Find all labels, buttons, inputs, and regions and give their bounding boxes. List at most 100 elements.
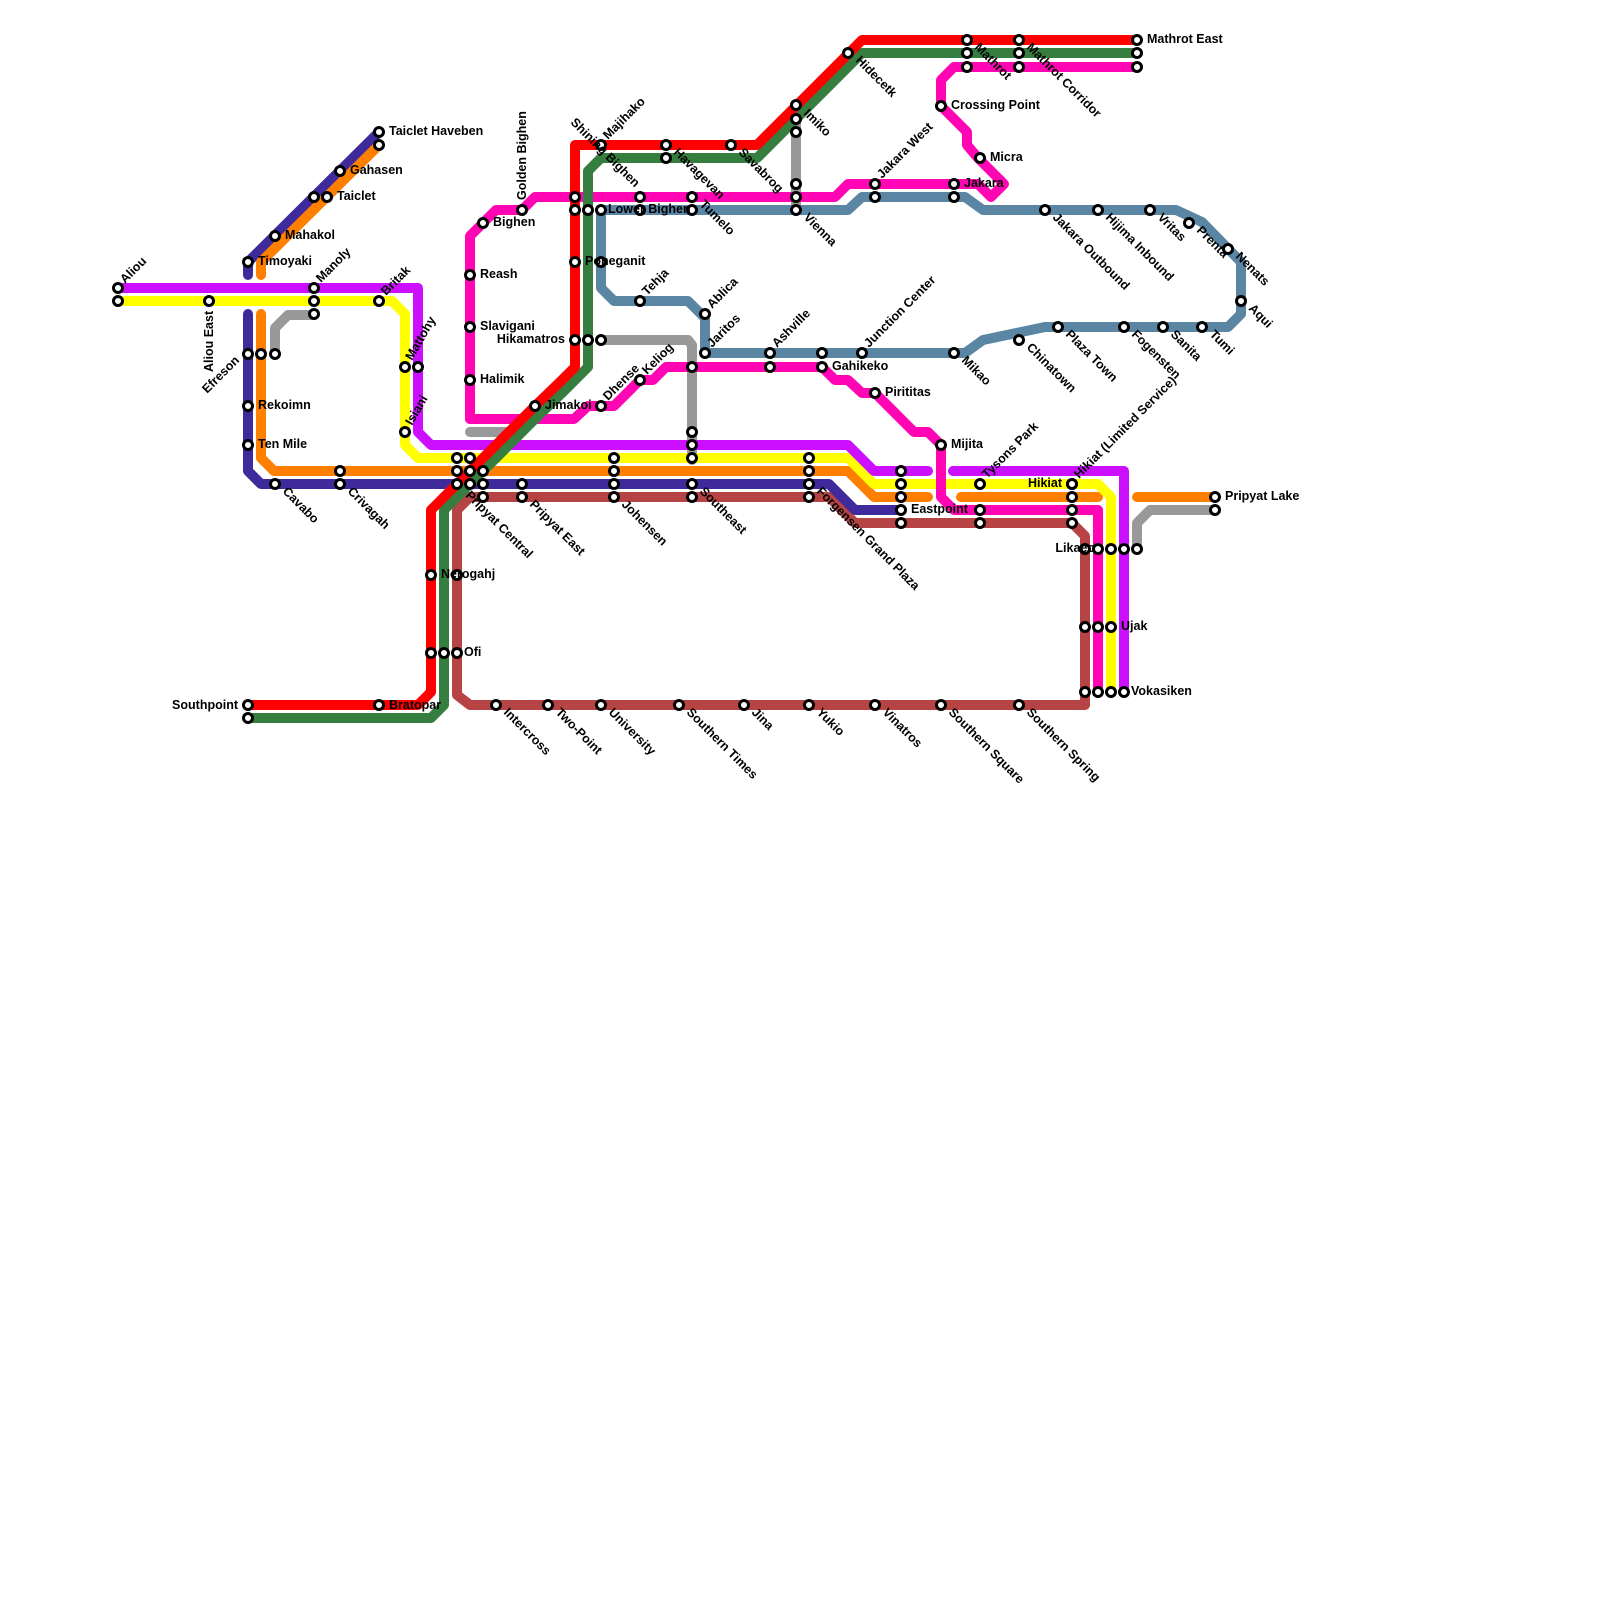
station-forgensen-grand-plaza[interactable] (805, 480, 814, 489)
station-bighen[interactable] (479, 219, 488, 228)
station-intercross[interactable] (492, 701, 501, 710)
station-pripyat-central[interactable] (466, 480, 475, 489)
station-efreson[interactable] (271, 350, 280, 359)
station-vienna[interactable] (792, 193, 801, 202)
station-shining-bighen[interactable] (571, 193, 580, 202)
station-mattohy[interactable] (401, 363, 410, 372)
station-junction-center[interactable] (858, 349, 867, 358)
station-hikiat[interactable] (1068, 506, 1077, 515)
station-vokasiken[interactable] (1107, 688, 1116, 697)
station-pripyat-central[interactable] (466, 454, 475, 463)
station-imiko[interactable] (792, 101, 801, 110)
station-havagevan[interactable] (636, 193, 645, 202)
station-forgensen-grand-plaza[interactable] (805, 467, 814, 476)
station-taiclet[interactable] (323, 193, 332, 202)
station-jakara[interactable] (950, 193, 959, 202)
station-mathrot[interactable] (963, 49, 972, 58)
station-taiclet-haveben[interactable] (375, 141, 384, 150)
station-vokasiken[interactable] (1120, 688, 1129, 697)
station-tysons-park[interactable] (976, 506, 985, 515)
station-ujak[interactable] (1094, 623, 1103, 632)
station-ashville[interactable] (766, 349, 775, 358)
station-mijita[interactable] (937, 441, 946, 450)
station-southern-spring[interactable] (1015, 701, 1024, 710)
station-eastpoint[interactable] (897, 467, 906, 476)
station-gahikeko[interactable] (818, 363, 827, 372)
station-hidecetk[interactable] (844, 49, 853, 58)
station-forgensen-grand-plaza[interactable] (805, 493, 814, 502)
station-southpoint[interactable] (244, 714, 253, 723)
station-jakara-west[interactable] (871, 193, 880, 202)
station-mahakol[interactable] (271, 232, 280, 241)
station-mathrot[interactable] (963, 36, 972, 45)
station-tysons-park[interactable] (976, 519, 985, 528)
station-hikiat[interactable] (1068, 493, 1077, 502)
station-fogensten[interactable] (1120, 323, 1129, 332)
station-hikiat[interactable] (1068, 519, 1077, 528)
station-southeast[interactable] (688, 454, 697, 463)
station-mathrot-east[interactable] (1133, 63, 1142, 72)
station-ofi[interactable] (440, 649, 449, 658)
station-crivagah[interactable] (336, 467, 345, 476)
station-eastpoint[interactable] (897, 480, 906, 489)
station-pripyat-east[interactable] (518, 480, 527, 489)
station-isiani[interactable] (401, 428, 410, 437)
station-aliou-east[interactable] (205, 297, 214, 306)
station-jakara-outbound[interactable] (1041, 206, 1050, 215)
station-pripyat-central[interactable] (479, 480, 488, 489)
station-imiko[interactable] (792, 128, 801, 137)
station-rekoimn[interactable] (244, 402, 253, 411)
station-two-point[interactable] (544, 701, 553, 710)
station-ujak[interactable] (1107, 623, 1116, 632)
station-prenta[interactable] (1185, 219, 1194, 228)
station-pripyat-lake[interactable] (1211, 493, 1220, 502)
station-poneganit[interactable] (571, 258, 580, 267)
station-pripyat-central[interactable] (479, 467, 488, 476)
station-mattohy[interactable] (414, 363, 423, 372)
station-aliou[interactable] (114, 297, 123, 306)
station-micra[interactable] (976, 154, 985, 163)
station-likaeo[interactable] (1107, 545, 1116, 554)
station-dhense[interactable] (597, 402, 606, 411)
station-gahikeko[interactable] (818, 349, 827, 358)
station-ablica[interactable] (701, 310, 710, 319)
station-mathrot-corridor[interactable] (1015, 49, 1024, 58)
station-lower-bighen[interactable] (597, 206, 606, 215)
station-pripyat-central[interactable] (466, 467, 475, 476)
station-vienna[interactable] (792, 180, 801, 189)
station-tehja[interactable] (636, 297, 645, 306)
station-ofi[interactable] (453, 649, 462, 658)
station-johensen[interactable] (610, 454, 619, 463)
station-manoly[interactable] (310, 310, 319, 319)
station-forgensen-grand-plaza[interactable] (805, 454, 814, 463)
station-jimakoi[interactable] (531, 402, 540, 411)
station-university[interactable] (597, 701, 606, 710)
station-nerogahj[interactable] (427, 571, 436, 580)
station-ofi[interactable] (427, 649, 436, 658)
station-plaza-town[interactable] (1054, 323, 1063, 332)
station-vokasiken[interactable] (1081, 688, 1090, 697)
station-efreson[interactable] (257, 350, 266, 359)
station-ashville[interactable] (766, 363, 775, 372)
station-jina[interactable] (740, 701, 749, 710)
station-keliog[interactable] (636, 376, 645, 385)
station-hijima-inbound[interactable] (1094, 206, 1103, 215)
station-yukio[interactable] (805, 701, 814, 710)
station-cavabo[interactable] (271, 480, 280, 489)
station-shining-bighen[interactable] (571, 206, 580, 215)
station-savabrog[interactable] (727, 141, 736, 150)
station-vokasiken[interactable] (1094, 688, 1103, 697)
station-jaritos[interactable] (701, 349, 710, 358)
station-pirititas[interactable] (871, 389, 880, 398)
station-mathrot-corridor[interactable] (1015, 36, 1024, 45)
station-havagevan[interactable] (662, 141, 671, 150)
station-eastpoint[interactable] (897, 493, 906, 502)
station-havagevan[interactable] (662, 154, 671, 163)
station-pripyat-east[interactable] (518, 493, 527, 502)
station-ten-mile[interactable] (244, 441, 253, 450)
station-ujak[interactable] (1081, 623, 1090, 632)
station-johensen[interactable] (610, 493, 619, 502)
station-likaeo[interactable] (1133, 545, 1142, 554)
station-britak[interactable] (375, 297, 384, 306)
station-southpoint[interactable] (244, 701, 253, 710)
